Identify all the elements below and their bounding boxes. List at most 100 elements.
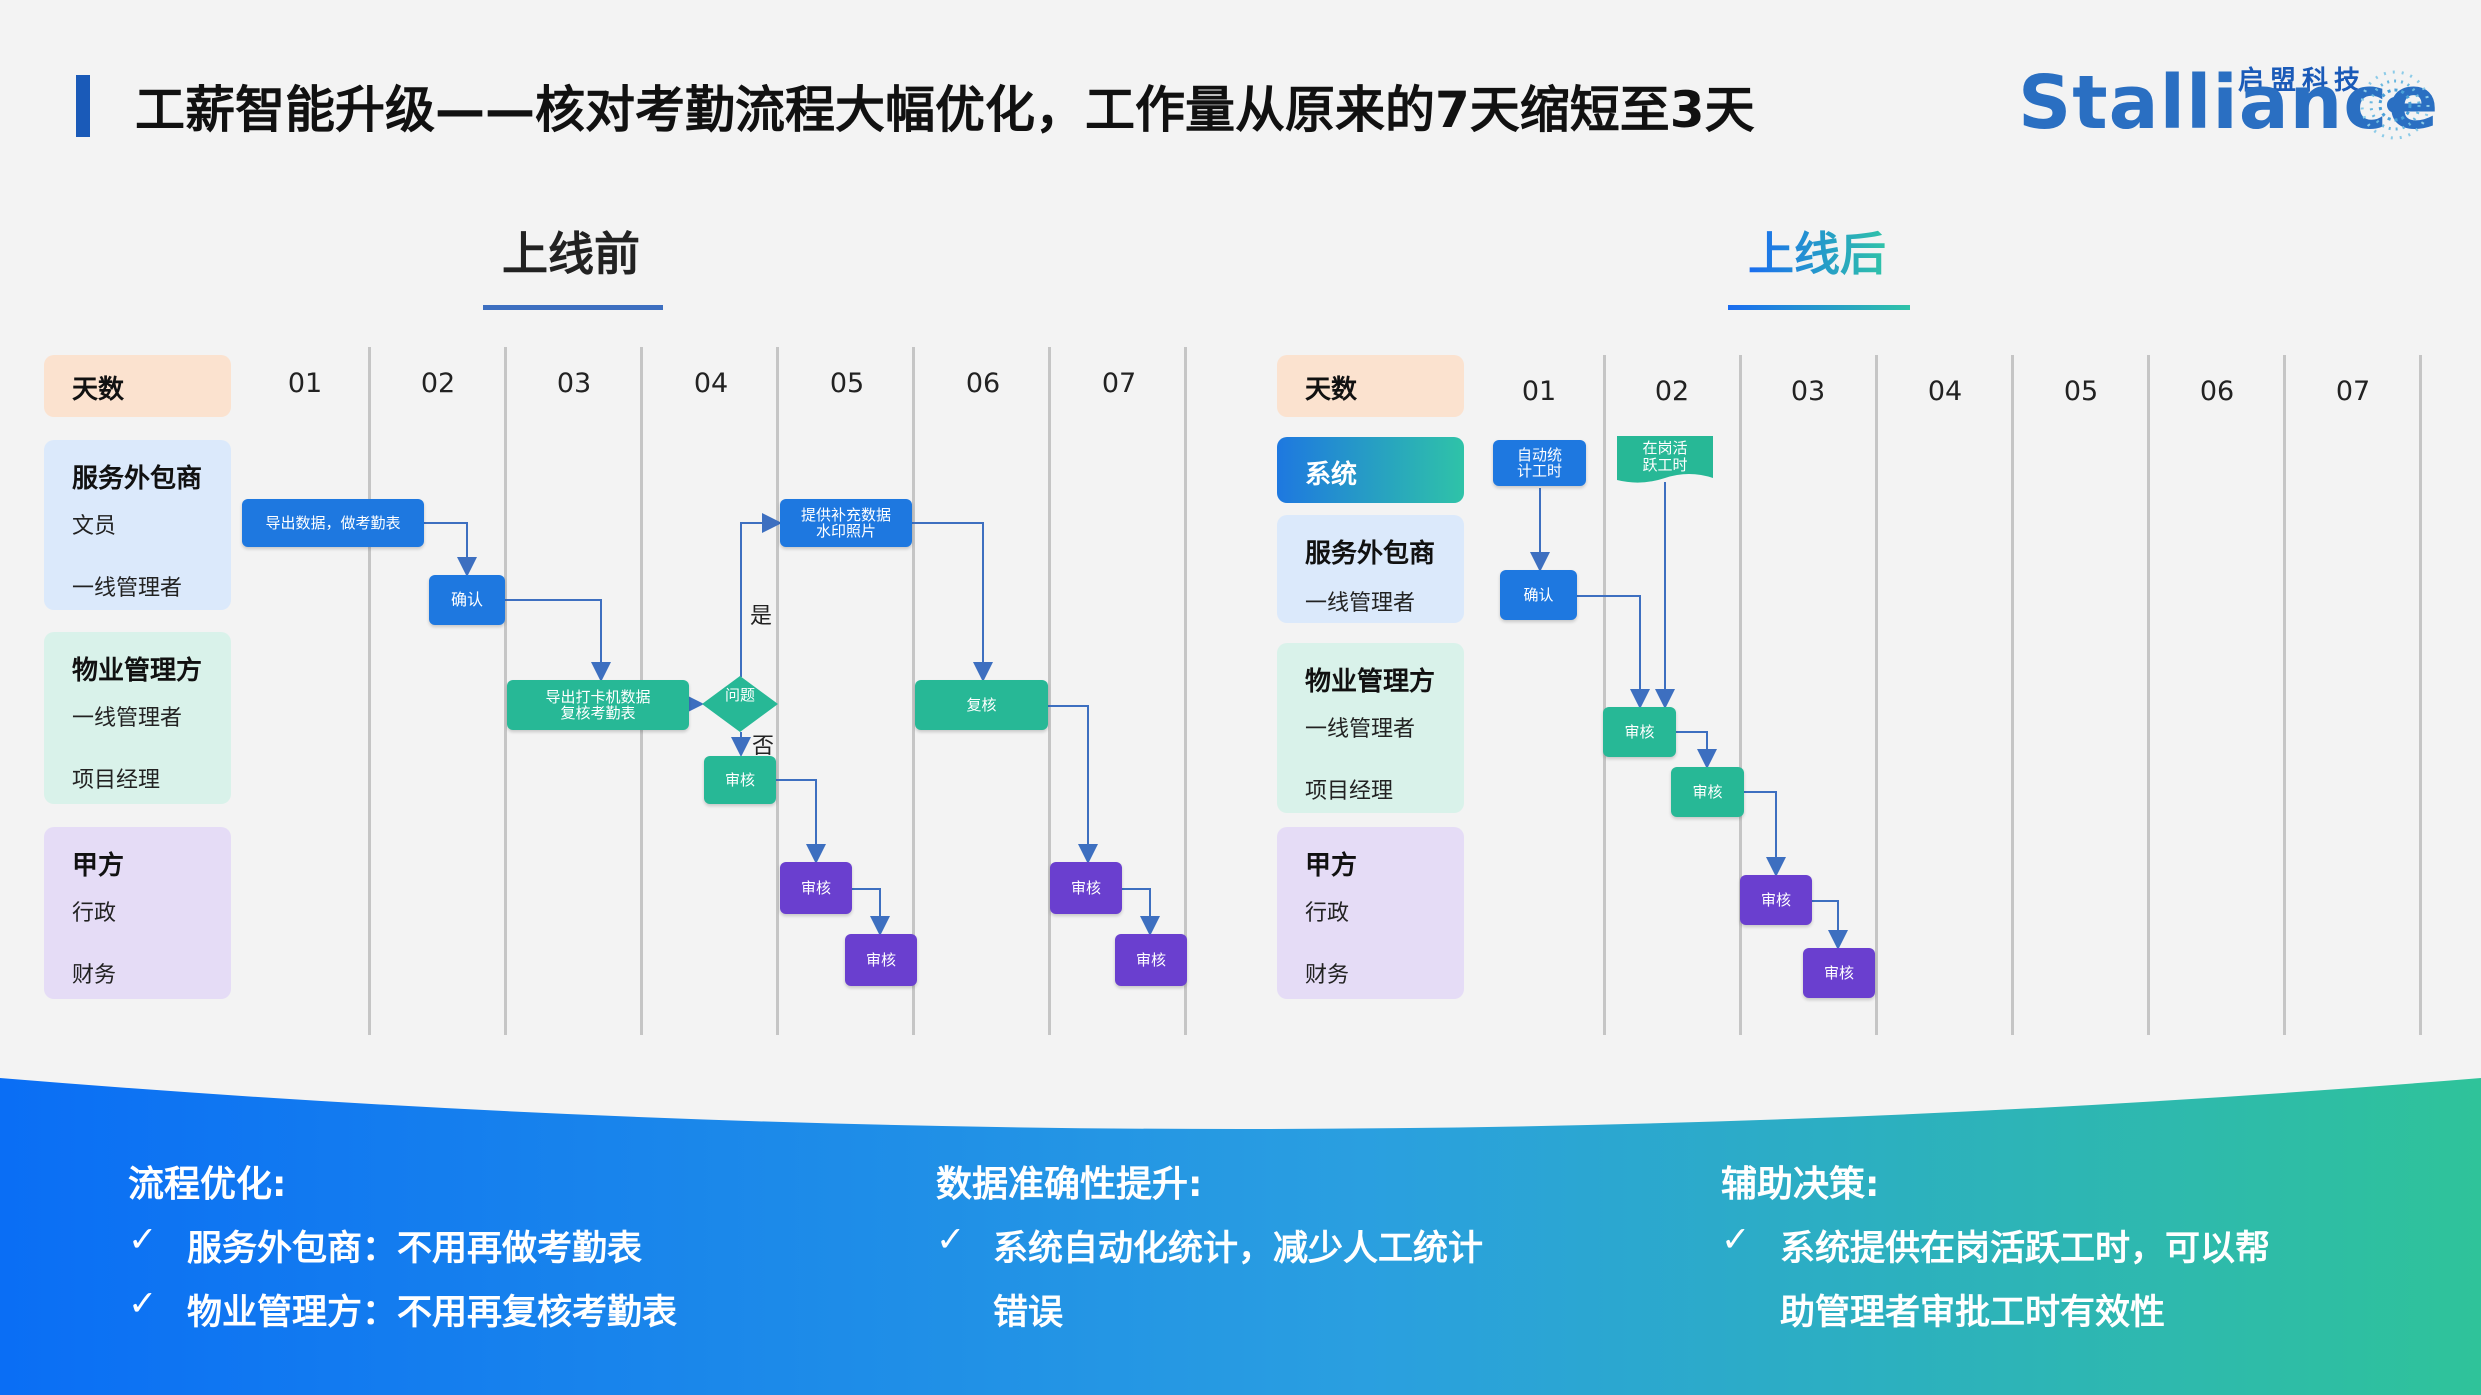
lane-role: 一线管理者	[1305, 717, 1416, 742]
lane-role: 行政	[1305, 901, 1350, 926]
day-label: 03	[556, 368, 592, 399]
lane-role: 一线管理者	[72, 576, 183, 601]
before-title-underline	[483, 305, 663, 310]
day-divider	[2147, 355, 2150, 1035]
decision-no-label: 否	[752, 734, 775, 759]
lane-role: 一线管理者	[72, 706, 183, 731]
node-export-data: 导出数据，做考勤表	[242, 499, 424, 547]
node-label: 复核考勤表	[560, 704, 636, 722]
node-label: 审核	[1692, 782, 1723, 801]
lane-title: 物业管理方	[1305, 667, 1436, 697]
check-icon: ✓	[936, 1220, 966, 1260]
decision-yes-label: 是	[750, 604, 773, 629]
before-lane-client: 甲方 行政 财务	[44, 827, 231, 999]
logo-chinese-text: 启盟科技	[2238, 66, 2367, 96]
node-review-teal: 审核	[1671, 767, 1744, 817]
check-icon: ✓	[128, 1220, 158, 1260]
node-label: 审核	[1070, 878, 1101, 897]
node-export-card-data: 导出打卡机数据 复核考勤表	[507, 680, 689, 730]
benefit-item: 错误	[993, 1293, 1064, 1333]
after-days-header: 天数	[1277, 355, 1464, 417]
node-label: 水印照片	[815, 522, 876, 540]
day-label: 07	[2335, 376, 2371, 407]
day-label: 05	[829, 368, 865, 399]
node-label: 在岗活	[1642, 439, 1688, 457]
days-header-label: 天数	[72, 375, 125, 405]
node-review-purple: 审核	[1050, 862, 1122, 914]
lane-role: 项目经理	[1305, 779, 1394, 804]
logo-dots-icon	[2360, 70, 2430, 140]
after-lane-system: 系统	[1277, 437, 1464, 503]
day-label: 01	[1521, 376, 1557, 407]
lane-role: 行政	[72, 901, 117, 926]
node-label: 审核	[1624, 722, 1655, 741]
day-divider	[2283, 355, 2286, 1035]
day-divider	[368, 347, 371, 1035]
after-lane-client: 甲方 行政 财务	[1277, 827, 1464, 999]
node-confirm: 确认	[1500, 570, 1577, 620]
before-section-title: 上线前	[502, 227, 640, 281]
node-label: 审核	[1760, 890, 1791, 909]
lane-title: 服务外包商	[72, 464, 203, 494]
day-divider	[2419, 355, 2422, 1035]
node-label: 提供补充数据	[800, 505, 891, 524]
node-review-teal: 审核	[1603, 707, 1676, 757]
node-problem-decision	[702, 676, 778, 732]
after-title-underline	[1728, 305, 1910, 310]
day-label: 02	[420, 368, 456, 399]
node-label: 审核	[724, 770, 755, 789]
day-label: 02	[1654, 376, 1690, 407]
node-label: 自动统	[1516, 445, 1562, 464]
node-supplement-data: 提供补充数据 水印照片	[780, 499, 912, 547]
node-label: 导出打卡机数据	[545, 687, 651, 706]
page-title: 工薪智能升级——核对考勤流程大幅优化，工作量从原来的7天缩短至3天	[135, 81, 1755, 139]
day-label: 05	[2063, 376, 2099, 407]
node-label: 审核	[800, 878, 831, 897]
day-label: 06	[2199, 376, 2235, 407]
day-divider	[1184, 347, 1187, 1035]
node-review-purple: 审核	[1740, 875, 1812, 925]
day-divider	[1875, 355, 1878, 1035]
node-review-purple: 审核	[780, 862, 852, 914]
node-label: 计工时	[1516, 462, 1562, 480]
day-label: 04	[1927, 376, 1963, 407]
benefit-item: 系统提供在岗活跃工时，可以帮	[1780, 1229, 2271, 1269]
lane-title: 服务外包商	[1305, 539, 1436, 569]
lane-role: 项目经理	[72, 768, 161, 793]
lane-title: 甲方	[72, 851, 125, 881]
lane-role: 文员	[72, 514, 117, 539]
node-label: 审核	[1823, 963, 1854, 982]
lane-title: 系统	[1305, 460, 1358, 490]
benefit-heading: 流程优化:	[128, 1164, 287, 1205]
day-divider	[2011, 355, 2014, 1035]
decision-label: 问题	[725, 686, 756, 704]
benefit-item: 系统自动化统计，减少人工统计	[993, 1229, 1484, 1269]
node-label: 导出数据，做考勤表	[265, 513, 401, 532]
before-flow-connectors	[424, 513, 1160, 936]
benefit-item: 物业管理方：不用再复核考勤表	[187, 1293, 678, 1333]
after-section-title: 上线后	[1748, 218, 1886, 284]
logo-text: Stalliance	[2018, 60, 2440, 146]
day-divider	[504, 347, 507, 1035]
title-accent-bar	[76, 75, 90, 137]
lane-role: 财务	[1305, 963, 1350, 988]
day-label: 07	[1101, 368, 1137, 399]
check-icon: ✓	[1721, 1220, 1751, 1260]
lane-title: 物业管理方	[72, 656, 203, 686]
day-divider	[1048, 347, 1051, 1035]
lane-title: 甲方	[1305, 851, 1358, 881]
node-recheck: 复核	[915, 680, 1048, 730]
benefit-heading: 数据准确性提升:	[936, 1164, 1203, 1205]
node-auto-count-hours: 自动统 计工时	[1493, 440, 1586, 486]
before-lane-outsourcer: 服务外包商 文员 一线管理者	[44, 440, 231, 610]
node-review-purple: 审核	[1115, 934, 1187, 986]
lane-role: 财务	[72, 963, 117, 988]
before-lane-property: 物业管理方 一线管理者 项目经理	[44, 632, 231, 804]
node-label: 确认	[1523, 585, 1554, 604]
benefit-item: 助管理者审批工时有效性	[1780, 1293, 2166, 1333]
check-icon: ✓	[128, 1284, 158, 1324]
node-review-teal: 审核	[704, 756, 776, 804]
day-label: 04	[693, 368, 729, 399]
